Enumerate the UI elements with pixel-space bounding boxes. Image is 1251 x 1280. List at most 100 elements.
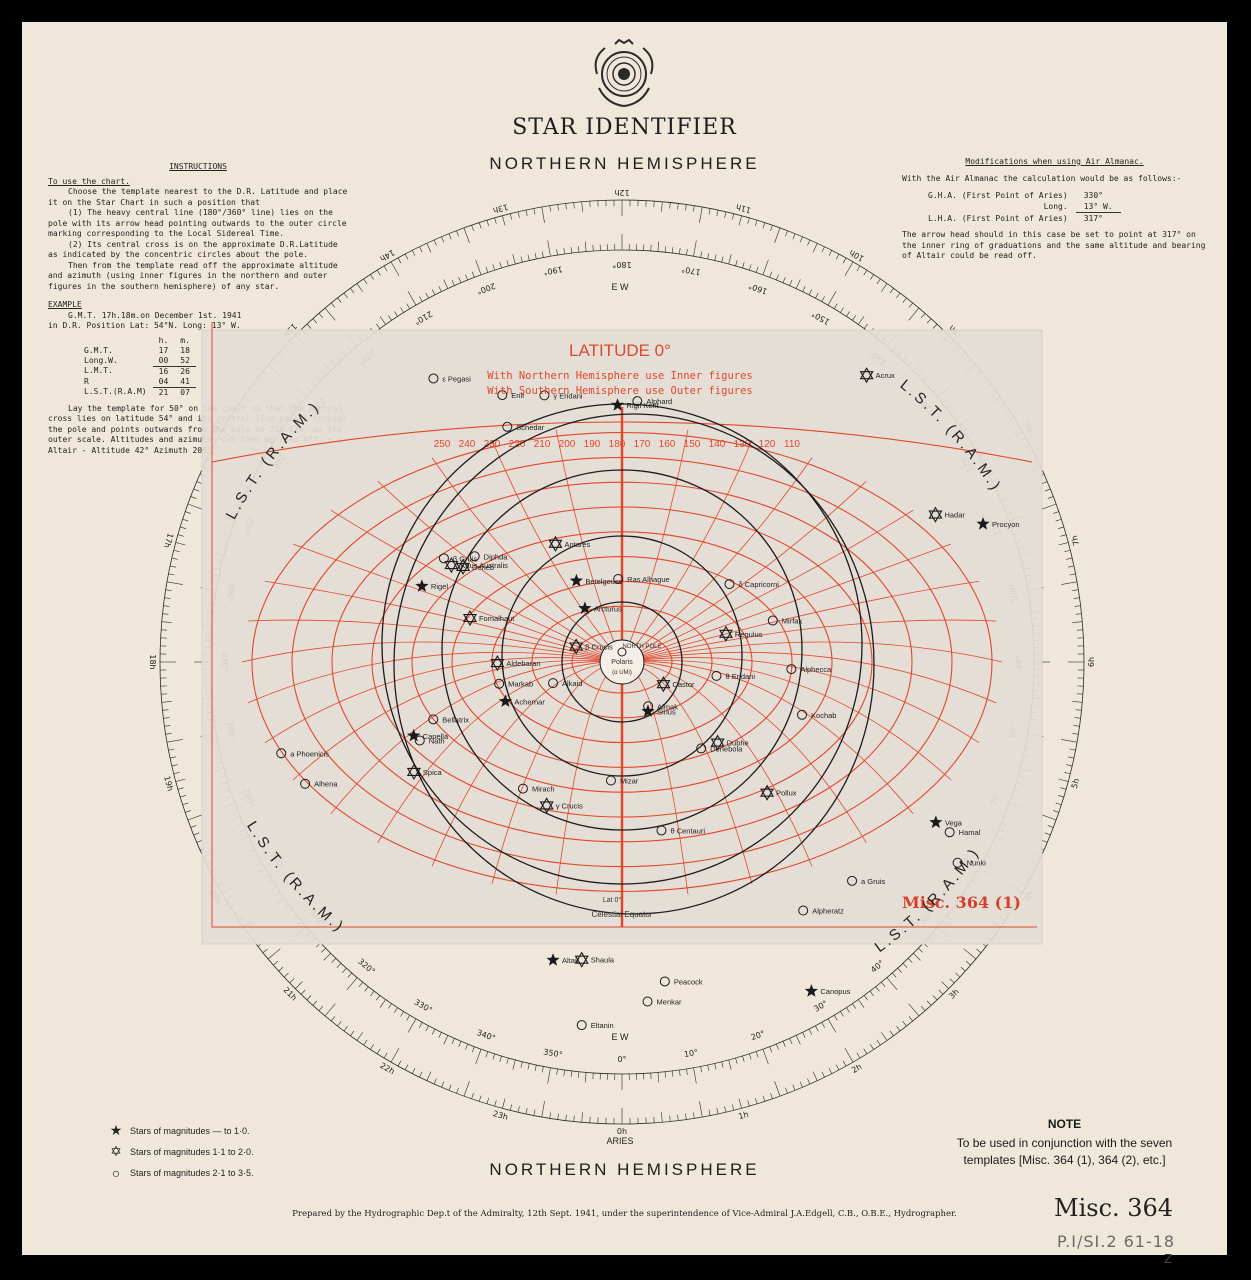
- degree-label: 330°: [413, 998, 434, 1015]
- circle-star-icon: [497, 390, 508, 401]
- ring-tick: [821, 1022, 825, 1028]
- ring-tick: [407, 1018, 417, 1033]
- ring-tick: [549, 205, 551, 212]
- degree-label: 160°: [747, 281, 768, 296]
- star-name-label: Betelgeuse: [585, 577, 623, 586]
- ring-tick: [932, 323, 938, 329]
- ring-tick: [708, 1109, 711, 1116]
- star-name-label: Sirius: [657, 707, 676, 716]
- ring-tick: [863, 995, 868, 1001]
- star-name-label: Vega: [945, 818, 963, 827]
- ring-tick: [465, 1043, 468, 1050]
- ring-tick: [165, 733, 172, 735]
- degree-label: 40°: [869, 958, 886, 974]
- ring-tick: [471, 271, 475, 278]
- star-name-label: Schedar: [516, 423, 544, 432]
- ring-tick: [182, 518, 189, 522]
- ring-tick: [406, 303, 411, 310]
- instructions-heading: INSTRUCTIONS: [169, 162, 227, 171]
- ring-tick: [356, 283, 363, 292]
- ring-tick: [1074, 717, 1081, 719]
- ring-tick: [541, 1101, 545, 1118]
- ring-tick: [162, 709, 169, 711]
- ring-tick: [581, 201, 583, 212]
- ring-tick: [892, 972, 897, 978]
- ring-tick: [1041, 814, 1057, 821]
- ring-tick: [431, 289, 436, 296]
- ring-tick: [557, 204, 559, 211]
- star-name-label: Kaus Australis: [460, 561, 508, 570]
- degree-label: 20°: [750, 1029, 766, 1042]
- ring-tick: [799, 1081, 803, 1088]
- star-name-label: Regulus: [735, 630, 763, 639]
- ring-tick: [827, 291, 837, 306]
- star-name-label: Almak: [657, 702, 678, 711]
- ring-tick: [578, 1071, 580, 1078]
- ring-tick: [812, 243, 818, 253]
- ring-tick: [732, 1104, 735, 1111]
- ring-tick: [807, 239, 811, 246]
- declination-circles: [381, 403, 875, 915]
- example-line: in D.R. Position Lat: 54°N. Long: 13° W.: [48, 321, 241, 330]
- ring-tick: [173, 549, 180, 552]
- ring-tick: [699, 1101, 703, 1118]
- star-name-label: Ras Alhague: [627, 575, 670, 584]
- ring-tick: [1069, 573, 1076, 576]
- ring-tick: [394, 311, 398, 317]
- hour-label: 7h: [1070, 534, 1081, 546]
- ring-tick: [175, 542, 186, 546]
- ring-tick: [833, 303, 838, 310]
- ring-tick: [306, 323, 312, 329]
- ring-tick: [456, 230, 459, 237]
- ring-tick: [394, 1007, 398, 1013]
- circle-star-icon: [724, 579, 735, 590]
- ring-tick: [175, 778, 186, 782]
- circle-star-icon: [494, 678, 505, 689]
- ring-tick: [776, 274, 779, 281]
- ring-tick: [541, 206, 545, 223]
- ring-tick: [840, 307, 844, 313]
- footer-hemisphere: NORTHERN HEMISPHERE: [489, 1160, 760, 1179]
- star-name-label: Fomalhaut: [479, 614, 515, 623]
- ring-tick: [842, 1060, 847, 1067]
- declination-circle: [501, 535, 743, 777]
- azimuth-number: 140: [709, 439, 726, 450]
- ring-tick: [165, 589, 172, 591]
- ring-tick: [863, 323, 868, 329]
- ring-tick: [700, 1066, 703, 1073]
- ring-tick: [693, 205, 695, 212]
- ring-tick: [782, 277, 786, 283]
- ring-tick: [426, 243, 432, 253]
- ew-indicator-top: E W: [612, 282, 630, 292]
- ring-tick: [870, 274, 874, 280]
- ring-tick: [747, 1100, 750, 1107]
- ring-tick: [161, 621, 172, 623]
- ring-tick: [170, 756, 177, 759]
- star-name-label: Mirach: [532, 785, 555, 794]
- azimuth-curve: [491, 440, 623, 663]
- filled-star-icon: [610, 398, 625, 411]
- degree-label: 320°: [356, 957, 377, 976]
- circle-star-icon: [642, 996, 653, 1007]
- star-name-label: Arcturus: [594, 604, 622, 613]
- star-name-label: Kochab: [811, 711, 836, 720]
- star-name-label: a Gruis: [861, 877, 885, 886]
- mods-table: G.H.A. (First Point of Aries) 330° Long.…: [920, 190, 1121, 224]
- ring-tick: [404, 253, 409, 260]
- azimuth-number: 210: [534, 439, 551, 450]
- ring-tick: [465, 274, 468, 281]
- note-line: templates [Misc. 364 (1), 364 (2), etc.]: [963, 1153, 1166, 1167]
- ring-tick: [419, 296, 423, 302]
- azimuth-number: 190: [584, 439, 601, 450]
- prepared-by-line: Prepared by the Hydrographic Dep.t of th…: [292, 1209, 957, 1219]
- north-pole-label: NORTH POLE: [623, 644, 662, 650]
- ring-tick: [1041, 503, 1057, 510]
- shelf-mark: P.I/SI.2 61-18: [1057, 1232, 1176, 1251]
- ring-tick: [827, 1018, 837, 1033]
- ring-tick: [897, 967, 902, 973]
- hour-label: 1h: [737, 1110, 749, 1121]
- ring-tick: [828, 250, 833, 256]
- ring-tick: [164, 597, 171, 599]
- ring-tick: [356, 1032, 363, 1041]
